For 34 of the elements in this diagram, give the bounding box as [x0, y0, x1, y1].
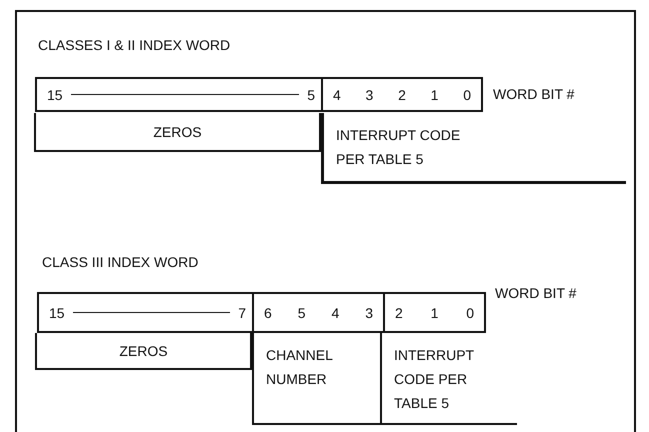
bit-number: 3	[366, 86, 374, 104]
bit-range-cell	[35, 77, 323, 112]
field-box	[34, 113, 321, 152]
axis-label: WORD BIT #	[495, 284, 576, 302]
bit-number: 15	[47, 86, 63, 104]
axis-label: WORD BIT #	[493, 85, 574, 103]
section-heading: CLASS III INDEX WORD	[42, 253, 198, 271]
bit-number: 7	[238, 304, 246, 322]
bit-number-cell	[323, 77, 483, 112]
field-box	[35, 333, 252, 370]
bit-number-cell	[254, 292, 385, 333]
field-box	[321, 113, 626, 184]
field-label: CHANNEL NUMBER	[266, 346, 334, 389]
bit-number: 6	[264, 304, 272, 322]
field-label: ZEROS	[119, 342, 168, 360]
bit-number: 0	[466, 304, 474, 322]
bit-number-cell	[385, 292, 486, 333]
section-heading: CLASSES I & II INDEX WORD	[38, 36, 230, 54]
bit-number: 0	[463, 86, 471, 104]
bit-number: 3	[365, 304, 373, 322]
bit-number: 5	[298, 304, 306, 322]
bit-number: 4	[333, 86, 341, 104]
field-label: ZEROS	[153, 122, 202, 140]
bit-number: 5	[307, 86, 315, 104]
bit-range-cell	[37, 292, 254, 333]
bit-number: 2	[395, 304, 403, 322]
field-box	[252, 333, 382, 425]
bit-number: 15	[49, 304, 65, 322]
bit-number: 2	[398, 86, 406, 104]
bit-number: 1	[430, 304, 438, 322]
bit-number: 1	[430, 86, 438, 104]
field-label: INTERRUPT CODE PER TABLE 5	[394, 346, 475, 413]
bit-number: 4	[331, 304, 340, 322]
field-label: INTERRUPT CODE PER TABLE 5	[336, 126, 462, 169]
